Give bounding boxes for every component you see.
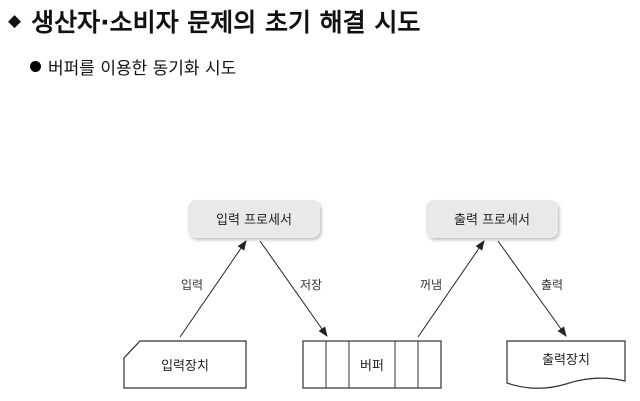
output-processor-node: 출력 프로세서 [426,200,558,238]
edge-input-arrow [179,240,247,338]
page-title: 생산자·소비자 문제의 초기 해결 시도 [31,8,421,37]
bullet-text: 버퍼를 이용한 동기화 시도 [48,59,237,79]
buffer-label: 버퍼 [360,359,384,374]
circle-bullet-icon [30,61,41,72]
input-device-node: 입력장치 [123,340,247,389]
edge-take-label: 꺼냄 [420,278,442,292]
title-row: ◆ 생산자·소비자 문제의 초기 해결 시도 [8,6,421,37]
input-processor-node: 입력 프로세서 [188,200,320,238]
edge-output-arrow [497,240,567,337]
buffer-node: 버퍼 [302,340,442,389]
input-processor-label: 입력 프로세서 [216,213,292,228]
bullet-row: 버퍼를 이용한 동기화 시도 [30,54,236,79]
edge-store-arrow [259,240,328,337]
input-device-label: 입력장치 [161,359,209,374]
output-device-node: 출력장치 [506,340,626,389]
output-processor-label: 출력 프로세서 [454,213,530,228]
edge-store-label: 저장 [300,278,322,292]
diamond-bullet-icon: ◆ [8,10,22,31]
edge-output-label: 출력 [541,278,563,292]
edge-input-label: 입력 [181,278,203,292]
edge-take-arrow [417,240,485,338]
output-device-label: 출력장치 [542,353,590,368]
